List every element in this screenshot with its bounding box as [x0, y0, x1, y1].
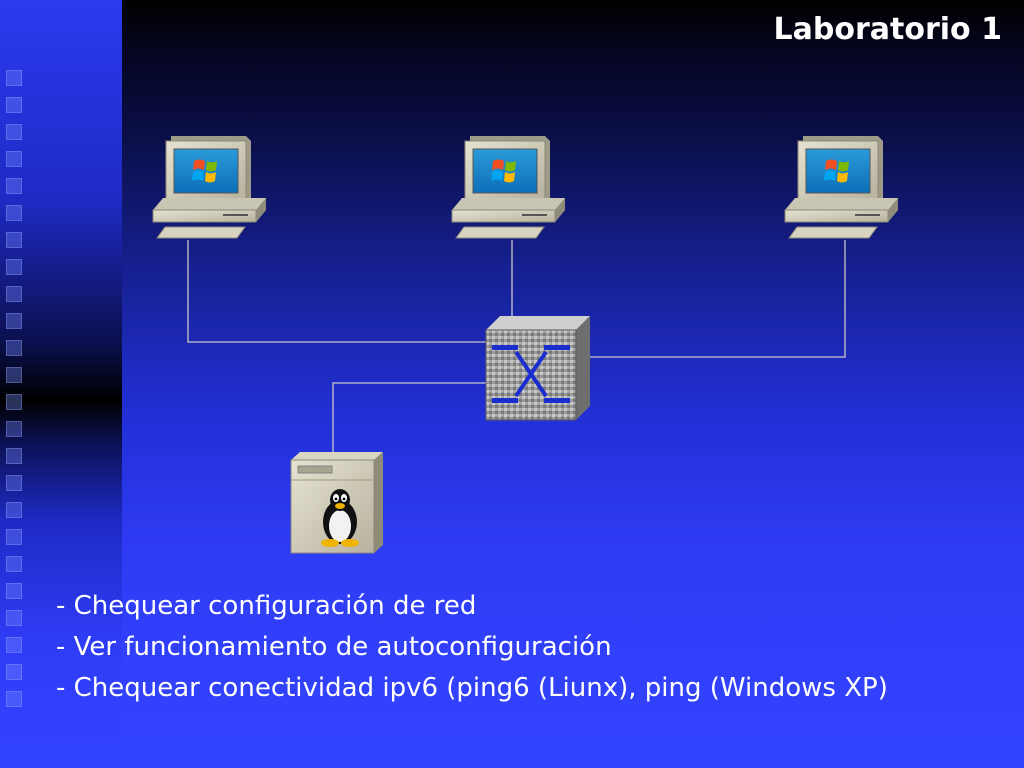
network-switch-icon	[485, 316, 590, 421]
windows-computer-icon	[784, 135, 899, 239]
windows-computer-icon	[152, 135, 267, 239]
decorative-squares	[6, 70, 28, 718]
linux-tux-server-icon	[290, 452, 383, 554]
bullet-list: - Chequear configuración de red - Ver fu…	[56, 586, 888, 709]
bullet-item: - Ver funcionamiento de autoconfiguració…	[56, 632, 612, 662]
bullet-item: - Chequear conectividad ipv6 (ping6 (Liu…	[56, 673, 888, 703]
link-pc3-switch	[588, 240, 846, 358]
link-lines	[187, 240, 846, 452]
bullet-item: - Chequear configuración de red	[56, 591, 477, 621]
left-decorative-band	[0, 0, 122, 768]
windows-computer-icon	[451, 135, 566, 239]
link-pc1-switch	[187, 240, 488, 343]
slide-title: Laboratorio 1	[773, 12, 1002, 47]
link-server-switch	[332, 382, 488, 452]
